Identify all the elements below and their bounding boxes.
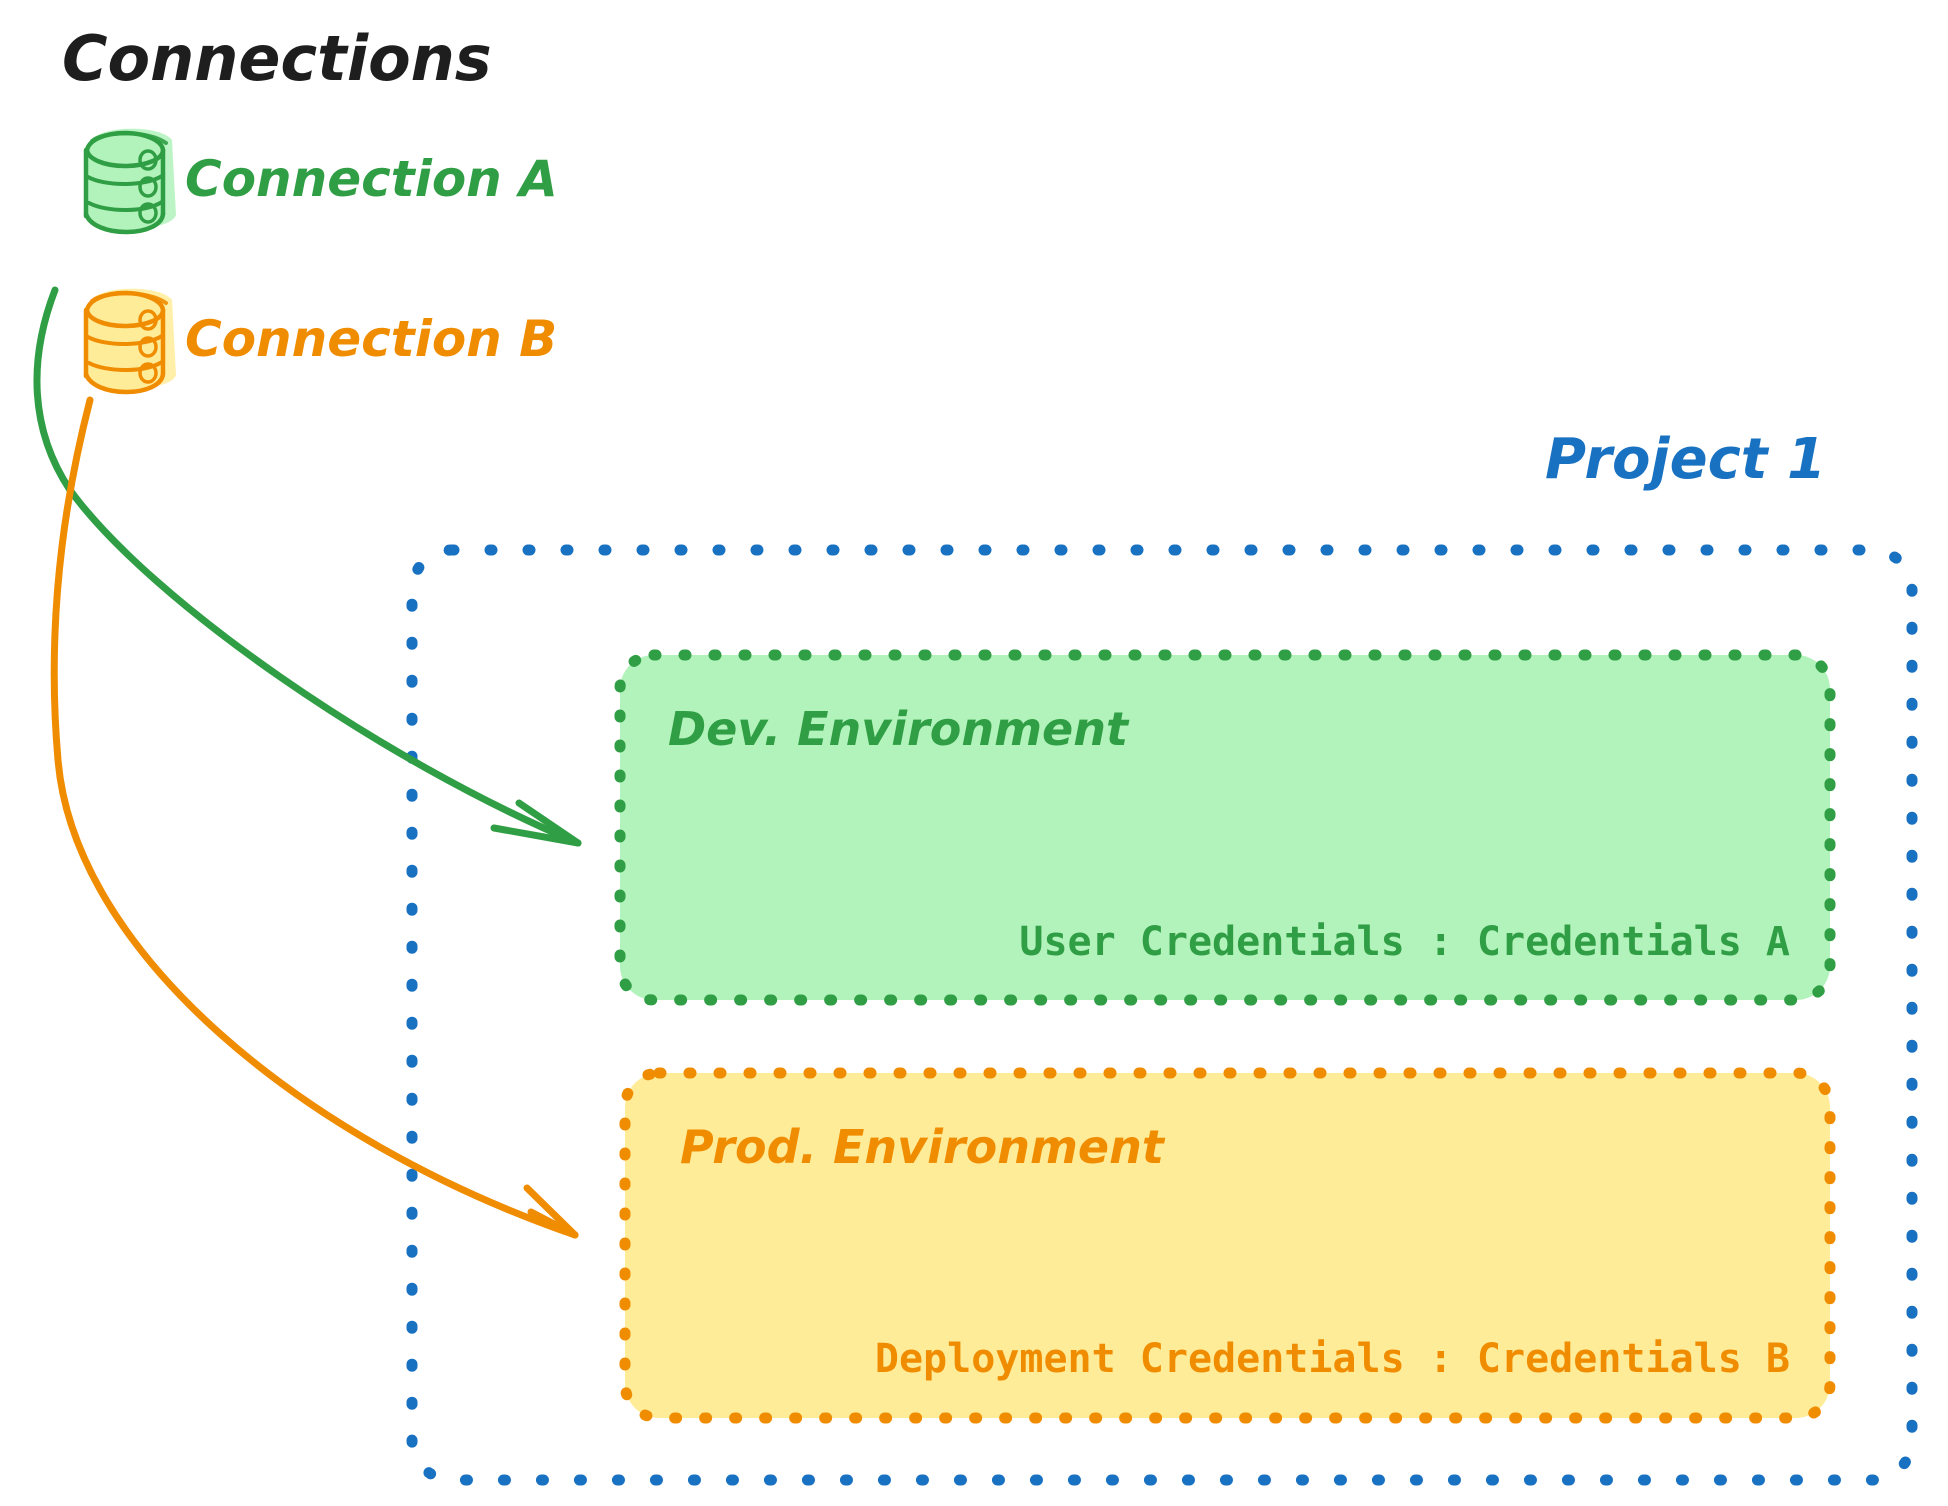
cylinder-led-2	[138, 336, 158, 358]
connection-b-label: Connection B	[185, 310, 557, 368]
cylinder-led-3	[138, 362, 158, 384]
arrowhead-upper	[515, 799, 582, 847]
project-title: Project 1	[1545, 427, 1826, 492]
arrowhead-lower	[527, 1208, 579, 1239]
cylinder-divider-2	[87, 360, 164, 372]
prod-environment-border	[619, 1067, 1836, 1424]
cylinder-top-rim-sketch	[90, 291, 168, 305]
prod-environment-fill	[625, 1073, 1830, 1418]
dev-environment-border	[614, 649, 1836, 1006]
connection-a-label: Connection A	[185, 150, 558, 208]
dev-environment-fill	[620, 655, 1830, 1000]
cylinder-divider-1	[86, 174, 164, 186]
prod-environment-credentials: Deployment Credentials : Credentials B	[875, 1336, 1790, 1382]
cylinder-bottom	[83, 211, 166, 235]
dev-environment-credentials: User Credentials : Credentials A	[1019, 919, 1790, 965]
dev-environment-box[interactable]	[614, 649, 1836, 1006]
cylinder-led-1	[138, 149, 158, 171]
arrowhead-lower	[490, 824, 582, 847]
cylinder-bottom	[83, 371, 166, 395]
page-title: Connections	[62, 22, 492, 95]
prod-environment-title: Prod. Environment	[680, 1120, 1166, 1174]
arrow-connection-a-to-dev	[33, 286, 582, 847]
arrow-connection-b-to-prod	[50, 396, 579, 1239]
prod-environment-box[interactable]	[619, 1067, 1836, 1424]
cylinder-divider-1	[86, 334, 164, 346]
connection-a-icon[interactable]	[83, 128, 176, 235]
cylinder-led-2	[138, 176, 158, 198]
cylinder-top-rim-sketch	[90, 131, 168, 145]
cylinder-divider-2	[87, 200, 164, 212]
connection-b-icon[interactable]	[83, 288, 176, 395]
cylinder-led-3	[138, 202, 158, 224]
dev-environment-title: Dev. Environment	[668, 702, 1130, 756]
cylinder-led-1	[138, 309, 158, 331]
